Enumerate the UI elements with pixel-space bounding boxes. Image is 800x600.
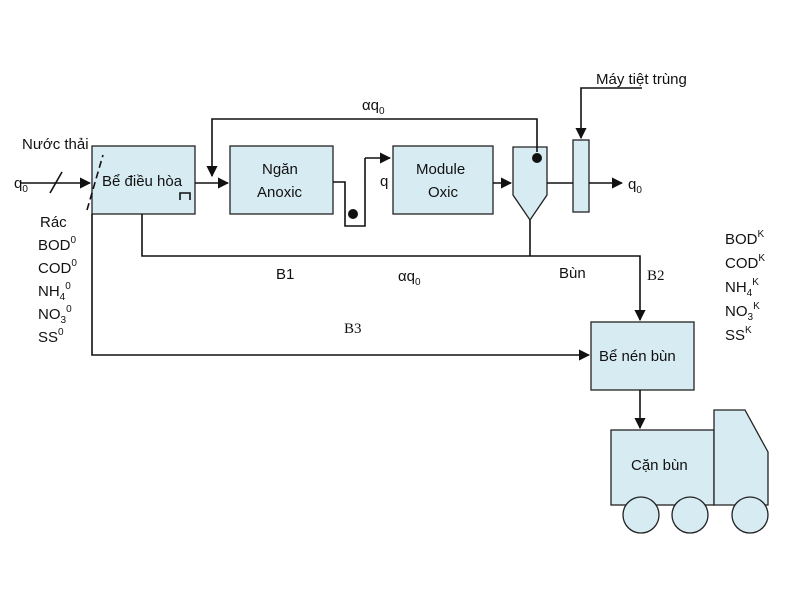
pump-channel xyxy=(333,158,366,227)
equalization-tank-box xyxy=(91,145,196,215)
anoxic-tank-box xyxy=(229,145,334,215)
q-mid-label: q xyxy=(380,173,388,190)
param-nh4-output-params: NH4K xyxy=(725,277,759,299)
q0-in-label: q0 xyxy=(14,175,28,195)
alpha-q0-label: αq0 xyxy=(398,268,421,288)
b2-label: B2 xyxy=(647,268,665,284)
param-no3-output-params: NO3K xyxy=(725,301,760,323)
sludge-label: Bùn xyxy=(559,265,586,282)
b1-label: B1 xyxy=(276,266,294,283)
param-bod-input-params: BOD0 xyxy=(38,235,77,254)
q0-out-label: q0 xyxy=(628,176,642,196)
param-ss-input-params: SS0 xyxy=(38,327,64,346)
trash-label: Rác xyxy=(40,214,67,231)
anoxic-label-1: Ngăn xyxy=(262,161,298,178)
equalization-label: Bể điều hòa xyxy=(102,173,183,190)
param-nh4-input-params: NH40 xyxy=(38,281,71,303)
equalization-outlet xyxy=(179,192,191,200)
param-bod-output-params: BODK xyxy=(725,229,765,248)
param-cod-output-params: CODK xyxy=(725,253,765,272)
disinfector-label: Máy tiệt trùng xyxy=(596,71,687,88)
anoxic-label-2: Anoxic xyxy=(257,184,303,201)
oxic-label-2: Oxic xyxy=(428,184,459,201)
param-cod-input-params: COD0 xyxy=(38,258,77,277)
sludge-return-line xyxy=(141,214,646,322)
inflow-slash xyxy=(49,171,63,194)
wastewater-label: Nước thải xyxy=(22,136,89,153)
oxic-module-box xyxy=(392,145,494,215)
param-no3-input-params: NO30 xyxy=(38,304,72,326)
channel-pump-dot xyxy=(348,209,358,219)
b3-line xyxy=(91,214,591,361)
param-ss-output-params: SSK xyxy=(725,325,752,344)
screen-dashed xyxy=(86,154,104,211)
recycle-label: αq0 xyxy=(362,97,385,117)
disinfector-unit xyxy=(572,139,590,213)
settling-tank xyxy=(512,146,548,222)
recycle-arrow xyxy=(206,118,538,178)
thickener-label: Bể nén bùn xyxy=(599,348,676,365)
oxic-label-1: Module xyxy=(416,161,465,178)
b3-label: B3 xyxy=(344,321,362,337)
truck-icon xyxy=(610,409,769,534)
disinfector-feed-arrow xyxy=(575,87,642,140)
sludge-thickener-box xyxy=(590,321,695,391)
settling-pump-dot xyxy=(532,153,542,163)
residue-label: Cặn bùn xyxy=(631,457,688,474)
